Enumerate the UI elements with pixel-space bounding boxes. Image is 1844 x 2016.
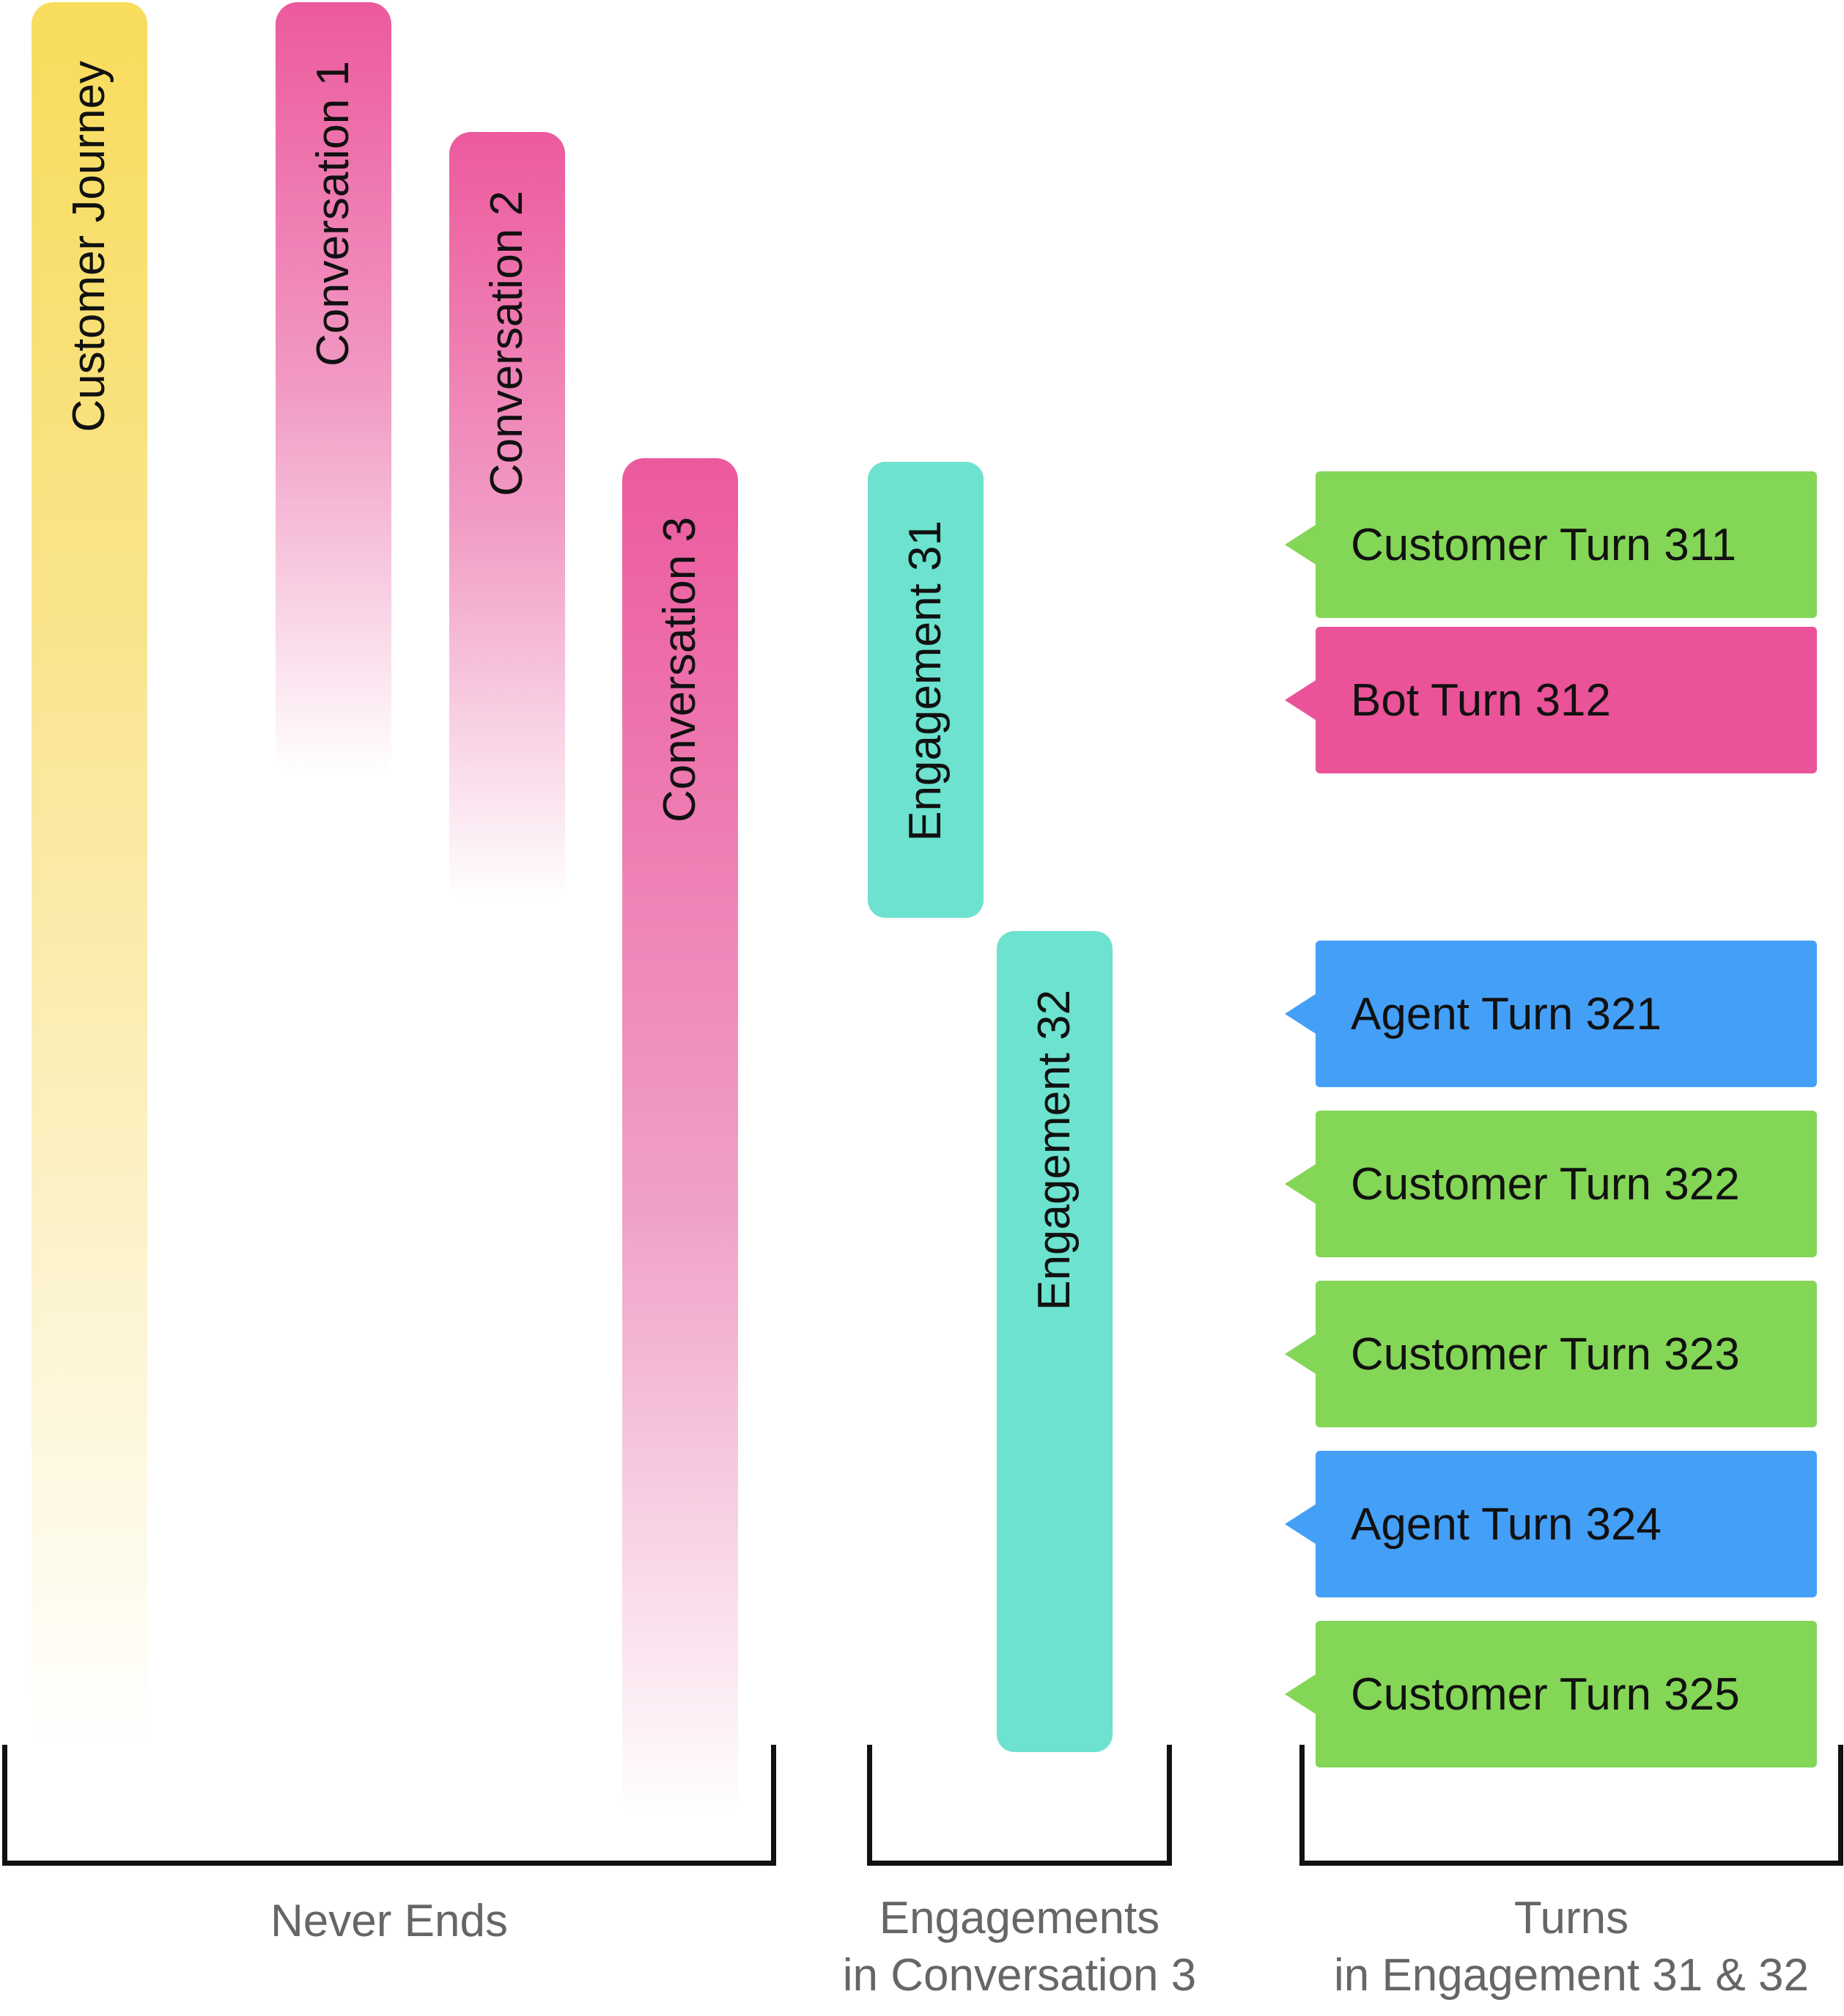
- turn-label: Customer Turn 323: [1351, 1328, 1740, 1380]
- turns-bracket: [1299, 1745, 1843, 1866]
- engagements-bracket: [867, 1745, 1172, 1866]
- engagement-32-bar: Engagement 32: [997, 931, 1113, 1752]
- turn-pointer: [1285, 1674, 1316, 1714]
- turn-pointer: [1285, 1334, 1316, 1374]
- turn-customer-323: Customer Turn 323: [1285, 1281, 1817, 1427]
- never-ends-bracket: [2, 1745, 776, 1866]
- turns-caption-line2: in Engagement 31 & 32: [1333, 1950, 1810, 2001]
- turn-agent-321: Agent Turn 321: [1285, 941, 1817, 1087]
- turn-pointer: [1285, 680, 1316, 720]
- turn-label: Customer Turn 325: [1351, 1669, 1740, 1720]
- turn-label: Bot Turn 312: [1351, 674, 1612, 726]
- engagements-caption: Engagements in Conversation 3: [800, 1890, 1239, 2004]
- engagement-32-label: Engagement 32: [1029, 990, 1080, 1311]
- turn-customer-311: Customer Turn 311: [1285, 471, 1817, 618]
- turn-label: Agent Turn 321: [1351, 988, 1662, 1040]
- conversation-2-label: Conversation 2: [482, 191, 532, 497]
- turn-pointer: [1285, 994, 1316, 1034]
- conversation-1-label: Conversation 1: [308, 61, 358, 367]
- turn-bot-312: Bot Turn 312: [1285, 627, 1817, 773]
- customer-journey-bar: Customer Journey: [32, 2, 147, 1754]
- turn-customer-322: Customer Turn 322: [1285, 1111, 1817, 1257]
- conversation-3-label: Conversation 3: [654, 517, 705, 823]
- never-ends-caption: Never Ends: [23, 1893, 756, 1950]
- turn-label: Customer Turn 311: [1351, 519, 1737, 570]
- customer-journey-label: Customer Journey: [64, 61, 114, 433]
- never-ends-caption-text: Never Ends: [270, 1896, 508, 1946]
- turn-pointer: [1285, 1164, 1316, 1204]
- turn-pointer: [1285, 1504, 1316, 1544]
- conversation-2-bar: Conversation 2: [449, 132, 565, 902]
- turn-label: Agent Turn 324: [1351, 1498, 1662, 1550]
- conversation-1-bar: Conversation 1: [276, 2, 391, 776]
- turn-pointer: [1285, 525, 1316, 564]
- turn-customer-325: Customer Turn 325: [1285, 1621, 1817, 1767]
- conversation-3-bar: Conversation 3: [622, 458, 738, 1818]
- turns-caption-line1: Turns: [1513, 1893, 1629, 1943]
- turns-caption: Turns in Engagement 31 & 32: [1278, 1890, 1844, 2004]
- engagement-31-label: Engagement 31: [900, 520, 951, 842]
- engagements-caption-line1: Engagements: [879, 1893, 1160, 1943]
- turn-agent-324: Agent Turn 324: [1285, 1451, 1817, 1597]
- engagement-31-bar: Engagement 31: [868, 462, 984, 918]
- turn-label: Customer Turn 322: [1351, 1158, 1740, 1210]
- engagements-caption-line2: in Conversation 3: [842, 1950, 1197, 2001]
